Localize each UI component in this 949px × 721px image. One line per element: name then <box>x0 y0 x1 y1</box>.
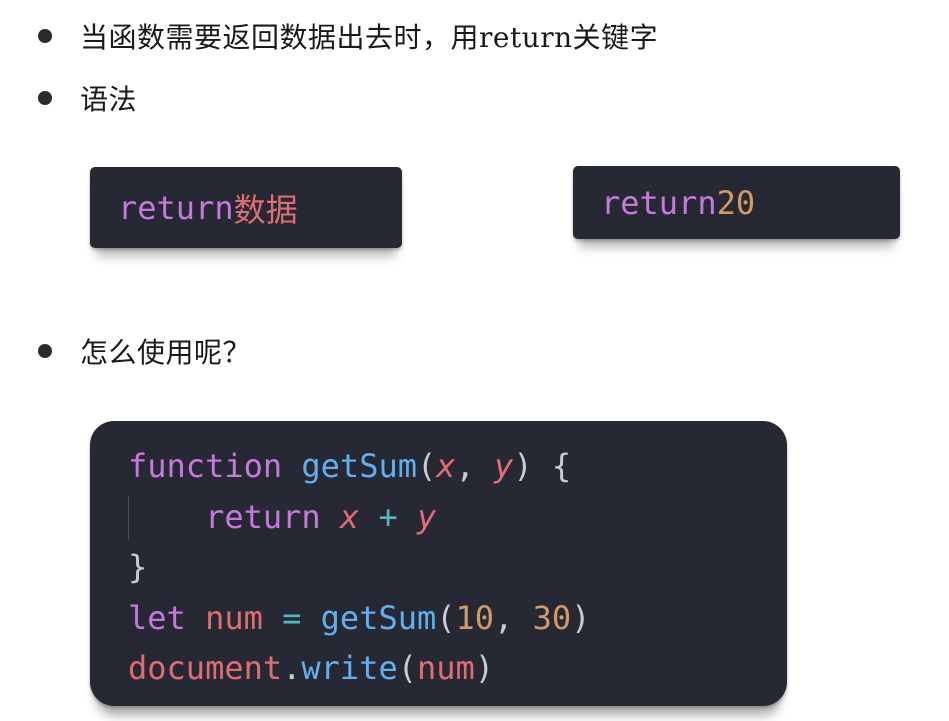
operand-y: y <box>416 497 437 536</box>
number-10: 10 <box>455 598 495 637</box>
bullet-how-to-use: 怎么使用呢？ <box>38 331 251 371</box>
code-line-2: return x + y <box>128 492 787 543</box>
operand-x: x <box>339 497 360 536</box>
syntax-example-return-20: return 20 <box>573 166 900 239</box>
comma: , <box>494 598 514 637</box>
keyword-return: return <box>118 188 234 227</box>
code-line-3: } <box>128 542 787 593</box>
bullet-return-description: 当函数需要返回数据出去时，用return关键字 <box>38 16 658 56</box>
code-line-5: document.write(num) <box>128 643 787 694</box>
code-example: function getSum(x, y) { return x + y } l… <box>90 421 787 706</box>
code-line-1: function getSum(x, y) { <box>128 441 787 492</box>
operator-assign: = <box>282 598 302 637</box>
variable-num: num <box>205 598 263 637</box>
bullet-syntax: 语法 <box>38 78 137 118</box>
argument-num: num <box>416 649 475 687</box>
number-30: 30 <box>532 598 572 637</box>
operator-plus: + <box>378 497 398 536</box>
param-x: x <box>436 447 456 485</box>
value-number: 20 <box>716 183 756 222</box>
bullet-text: 怎么使用呢？ <box>80 336 252 369</box>
keyword-let: let <box>128 598 186 637</box>
bullet-dot-icon <box>38 29 52 43</box>
paren-close: ) <box>474 649 495 687</box>
paren-close: ) <box>571 598 591 637</box>
bullet-text: 语法 <box>80 83 138 116</box>
dot: . <box>282 649 302 687</box>
paren-close: ) <box>513 447 533 485</box>
keyword-function: function <box>128 447 283 485</box>
param-y: y <box>494 447 514 485</box>
brace-close: } <box>128 548 148 586</box>
value-data: 数据 <box>233 190 298 229</box>
function-name: getSum <box>301 447 417 485</box>
object-document: document <box>128 649 283 687</box>
bullet-text: 当函数需要返回数据出去时，用return关键字 <box>80 21 659 54</box>
method-write: write <box>301 649 398 687</box>
bullet-dot-icon <box>38 344 52 358</box>
function-call: getSum <box>320 598 437 637</box>
keyword-return: return <box>205 497 321 536</box>
keyword-return: return <box>601 183 717 222</box>
bullet-dot-icon <box>38 91 52 105</box>
indent-guide <box>128 495 129 540</box>
paren-open: ( <box>416 447 437 485</box>
paren-open: ( <box>397 649 417 687</box>
brace-open: { <box>551 447 572 485</box>
syntax-example-return-data: return 数据 <box>90 167 402 248</box>
code-line-4: let num = getSum(10, 30) <box>128 593 787 644</box>
comma: , <box>455 447 475 485</box>
paren-open: ( <box>436 598 456 637</box>
